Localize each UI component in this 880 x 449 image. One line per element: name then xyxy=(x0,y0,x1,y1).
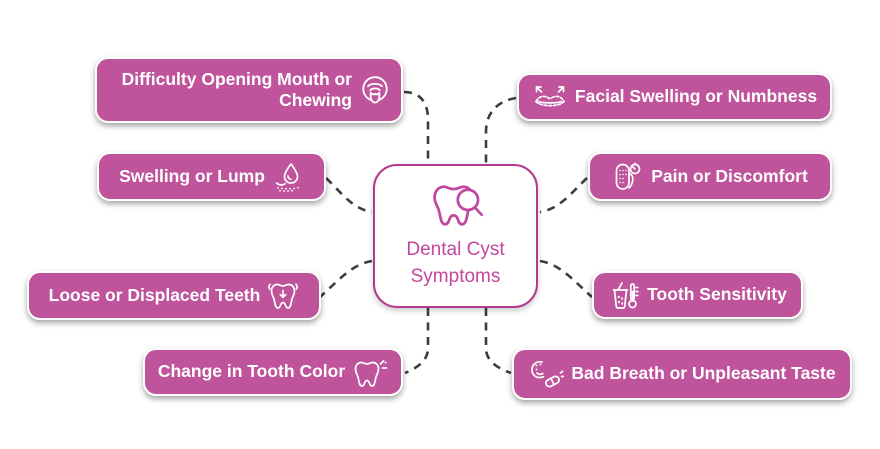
node-label: Loose or Displaced Teeth xyxy=(48,284,261,305)
node-change-in-tooth-color: Change in Tooth Color xyxy=(143,348,403,396)
center-node-dental-cyst-symptoms: Dental Cyst Symptoms xyxy=(373,164,538,308)
node-label: Difficulty Opening Mouth or Chewing xyxy=(121,68,352,110)
node-label: Change in Tooth Color xyxy=(157,361,346,382)
connector-sensitivity xyxy=(539,259,593,298)
node-swelling-or-lump: Swelling or Lump xyxy=(97,152,326,201)
node-label: Bad Breath or Unpleasant Taste xyxy=(571,363,836,384)
tooth-sparkle-icon xyxy=(352,357,388,388)
lump-drop-icon xyxy=(272,161,304,192)
connector-bad-breath xyxy=(484,308,512,375)
node-facial-swelling-or-numbness: Facial Swelling or Numbness xyxy=(517,73,832,121)
bad-breath-icon xyxy=(528,359,565,390)
node-label: Swelling or Lump xyxy=(119,165,265,186)
node-label: Pain or Discomfort xyxy=(651,165,808,186)
node-difficulty-opening-mouth-or-chewing: Difficulty Opening Mouth or Chewing xyxy=(95,57,403,123)
node-tooth-sensitivity: Tooth Sensitivity xyxy=(592,271,803,319)
node-label: Facial Swelling or Numbness xyxy=(574,86,818,107)
connector-loose-teeth xyxy=(319,259,373,298)
swollen-lips-icon xyxy=(532,82,568,113)
center-label: Dental Cyst Symptoms xyxy=(406,239,505,287)
connector-swelling-lump xyxy=(325,177,373,214)
tooth-magnifier-icon xyxy=(428,182,484,232)
loose-tooth-icon xyxy=(267,280,299,311)
connector-color-change xyxy=(404,308,430,375)
connector-pain xyxy=(539,177,588,214)
connector-difficulty xyxy=(403,90,430,164)
node-bad-breath-or-unpleasant-taste: Bad Breath or Unpleasant Taste xyxy=(512,348,852,400)
cold-drink-thermometer-icon xyxy=(608,280,640,311)
pain-gauge-icon xyxy=(612,161,644,192)
node-loose-or-displaced-teeth: Loose or Displaced Teeth xyxy=(27,271,321,320)
node-pain-or-discomfort: Pain or Discomfort xyxy=(588,152,832,201)
connector-facial-swelling xyxy=(484,96,517,164)
jaw-ache-icon xyxy=(359,74,391,106)
node-label: Tooth Sensitivity xyxy=(647,284,787,305)
